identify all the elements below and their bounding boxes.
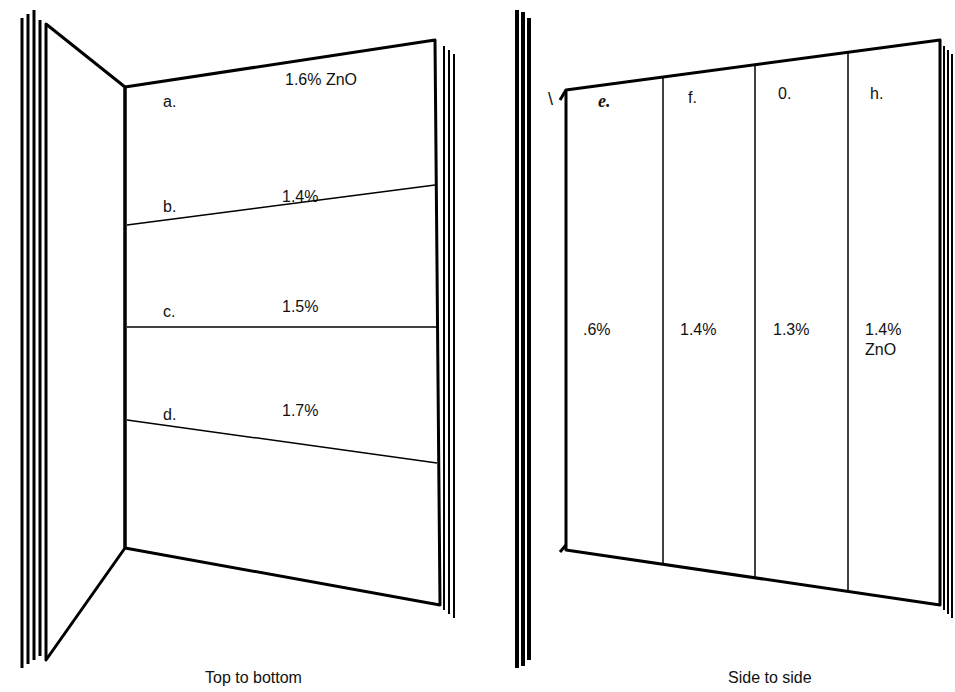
right-book-spine — [517, 10, 529, 668]
banded-page — [125, 40, 440, 605]
left-book-spine — [22, 10, 40, 668]
strip: e. .6% — [568, 84, 660, 544]
band-letter: a. — [163, 92, 176, 112]
stray-mark: \ — [548, 88, 553, 111]
zno-percentage: 1.4% — [680, 320, 716, 340]
left-book-edge — [444, 46, 454, 618]
band-letter: d. — [163, 405, 176, 425]
strip: h. 1.4% ZnO — [850, 66, 938, 586]
zno-percentage: 1.7% — [282, 401, 318, 421]
caption: Top to bottom — [205, 668, 302, 688]
band: b. 1.4% — [128, 182, 433, 290]
band-divider — [127, 185, 437, 463]
strip: 0. 1.3% — [757, 66, 845, 572]
band-letter: f. — [688, 88, 697, 108]
zno-percentage: 1.4% ZnO — [865, 320, 911, 360]
strip: f. 1.4% — [665, 76, 753, 562]
band-letter: h. — [870, 84, 883, 104]
strip-divider — [663, 52, 848, 592]
striped-page — [566, 40, 940, 605]
zno-percentage: 1.4% — [282, 187, 318, 207]
zno-percentage: 1.6% ZnO — [285, 70, 357, 90]
band-letter: e. — [598, 90, 611, 113]
band-letter: b. — [163, 197, 176, 217]
zno-percentage: 1.5% — [282, 297, 318, 317]
band-letter: c. — [163, 302, 175, 322]
zno-percentage: 1.3% — [773, 320, 809, 340]
band: d. 1.7% — [128, 395, 433, 545]
band-letter: 0. — [778, 84, 791, 104]
caption: Side to side — [728, 668, 812, 688]
band: a. 1.6% ZnO — [128, 66, 433, 190]
right-book-edge — [944, 46, 952, 618]
zno-percentage: .6% — [583, 320, 611, 340]
left-page — [46, 24, 125, 660]
band: c. 1.5% — [128, 290, 433, 395]
